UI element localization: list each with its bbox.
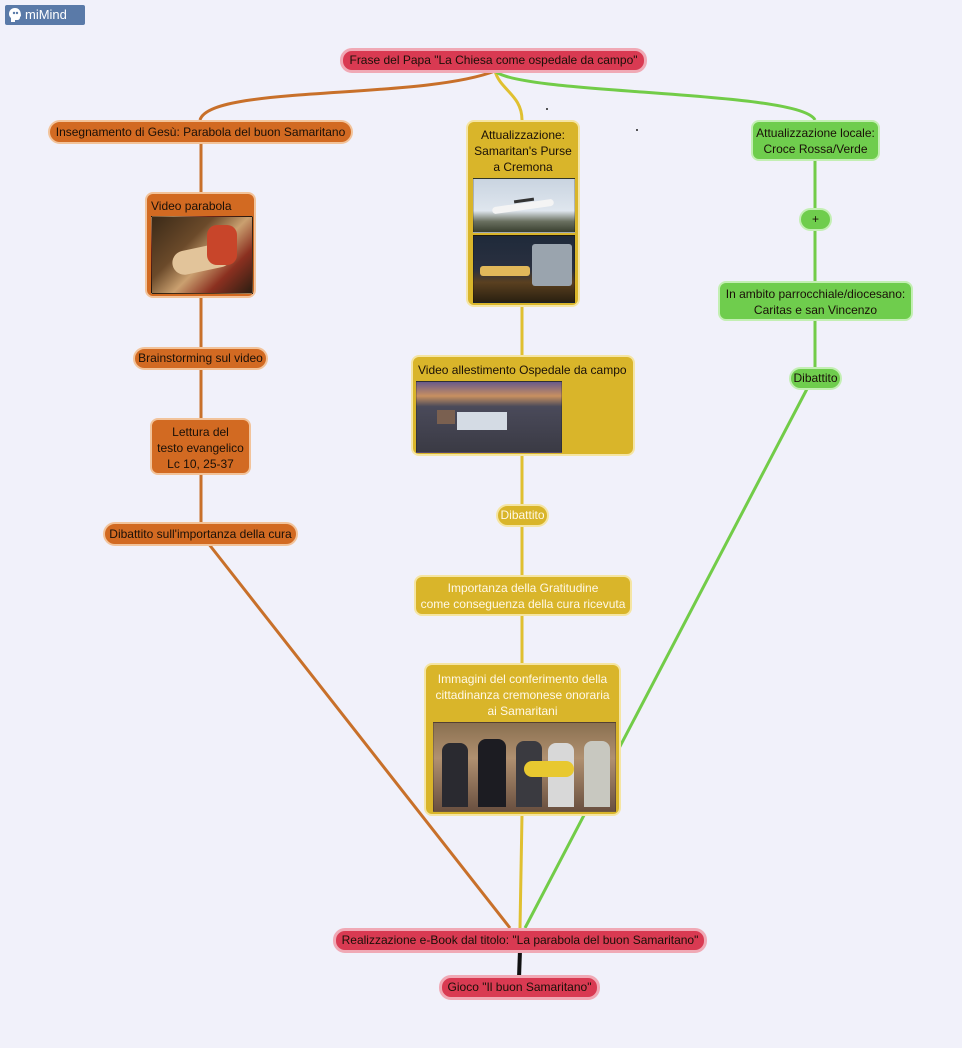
node-attualizzazione-locale[interactable]: Attualizzazione locale: Croce Rossa/Verd… — [751, 120, 880, 161]
node-label: Insegnamento di Gesù: Parabola del buon … — [55, 125, 346, 139]
app-badge[interactable]: miMind — [5, 5, 85, 25]
node-brainstorming[interactable]: Brainstorming sul video — [133, 347, 268, 370]
node-dibattito-green[interactable]: Dibattito — [789, 367, 842, 390]
node-label-line: Samaritan's Purse — [474, 144, 572, 158]
node-label-line: come conseguenza della cura ricevuta — [420, 597, 626, 611]
edge-yellow-to-ebook — [518, 814, 524, 929]
edge-green-to-ebook — [523, 386, 810, 929]
node-label-line: a Cremona — [493, 160, 553, 174]
node-label: Dibattito — [500, 508, 545, 522]
field-hospital-aerial-photo — [416, 381, 562, 453]
node-gioco[interactable]: Gioco "Il buon Samaritano" — [439, 975, 600, 1000]
edge-root-to-yellow — [493, 70, 524, 121]
node-dibattito-yellow[interactable]: Dibattito — [496, 504, 549, 527]
node-label: Brainstorming sul video — [138, 351, 263, 365]
node-label: Video parabola — [151, 199, 232, 213]
node-ebook[interactable]: Realizzazione e-Book dal titolo: "La par… — [333, 928, 707, 953]
node-label: Realizzazione e-Book dal titolo: "La par… — [341, 933, 699, 947]
node-label: Gioco "Il buon Samaritano" — [447, 980, 592, 994]
node-label-line: Attualizzazione locale: — [756, 126, 875, 140]
bus-night-photo — [473, 235, 575, 303]
edge-root-to-orange — [198, 69, 496, 121]
node-gratitudine[interactable]: Importanza della Gratitudine come conseg… — [414, 575, 632, 616]
node-ambito-parrocchiale[interactable]: In ambito parrocchiale/diocesano: Carita… — [718, 281, 913, 321]
edge-ebook-to-game — [517, 949, 522, 979]
stray-dot — [636, 129, 638, 131]
node-label-line: Lc 10, 25-37 — [167, 457, 234, 471]
node-label-line: Immagini del conferimento della — [437, 672, 608, 686]
group-ceremony-photo — [433, 722, 616, 812]
stray-dot — [546, 108, 548, 110]
node-label-line: Importanza della Gratitudine — [447, 581, 599, 595]
node-plus[interactable]: + — [799, 208, 832, 231]
airplane-photo — [473, 178, 575, 233]
node-label-line: Caritas e san Vincenzo — [753, 303, 878, 317]
node-label: Video allestimento Ospedale da campo — [418, 363, 627, 377]
node-video-parabola[interactable]: Video parabola — [145, 192, 256, 298]
node-immagini-cittadinanza[interactable]: Immagini del conferimento della cittadin… — [424, 663, 621, 816]
edge-root-to-green — [493, 69, 817, 121]
mind-logo-icon — [9, 8, 21, 22]
node-label-line: ai Samaritani — [487, 704, 558, 718]
app-name: miMind — [25, 7, 67, 22]
node-label-line: cittadinanza cremonese onoraria — [435, 688, 610, 702]
node-label-line: testo evangelico — [157, 441, 244, 455]
node-label-line: Attualizzazione: — [480, 128, 566, 142]
node-label-line: In ambito parrocchiale/diocesano: — [725, 287, 906, 301]
node-attualizzazione[interactable]: Attualizzazione: Samaritan's Purse a Cre… — [466, 120, 580, 307]
node-insegnamento[interactable]: Insegnamento di Gesù: Parabola del buon … — [48, 120, 353, 144]
root-node[interactable]: Frase del Papa "La Chiesa come ospedale … — [340, 48, 647, 73]
node-lettura[interactable]: Lettura del testo evangelico Lc 10, 25-3… — [150, 418, 251, 475]
node-label-line: Croce Rossa/Verde — [763, 142, 868, 156]
node-label: Dibattito sull'importanza della cura — [109, 527, 292, 541]
edge-orange-to-ebook — [206, 542, 512, 929]
node-label: Dibattito — [793, 371, 838, 385]
node-video-allestimento[interactable]: Video allestimento Ospedale da campo — [411, 355, 635, 456]
node-dibattito-cura[interactable]: Dibattito sull'importanza della cura — [103, 522, 298, 546]
node-label-line: Lettura del — [172, 425, 229, 439]
painting-samaritan-image — [151, 216, 253, 294]
root-node-label: Frase del Papa "La Chiesa come ospedale … — [349, 53, 638, 67]
node-label: + — [811, 212, 819, 226]
